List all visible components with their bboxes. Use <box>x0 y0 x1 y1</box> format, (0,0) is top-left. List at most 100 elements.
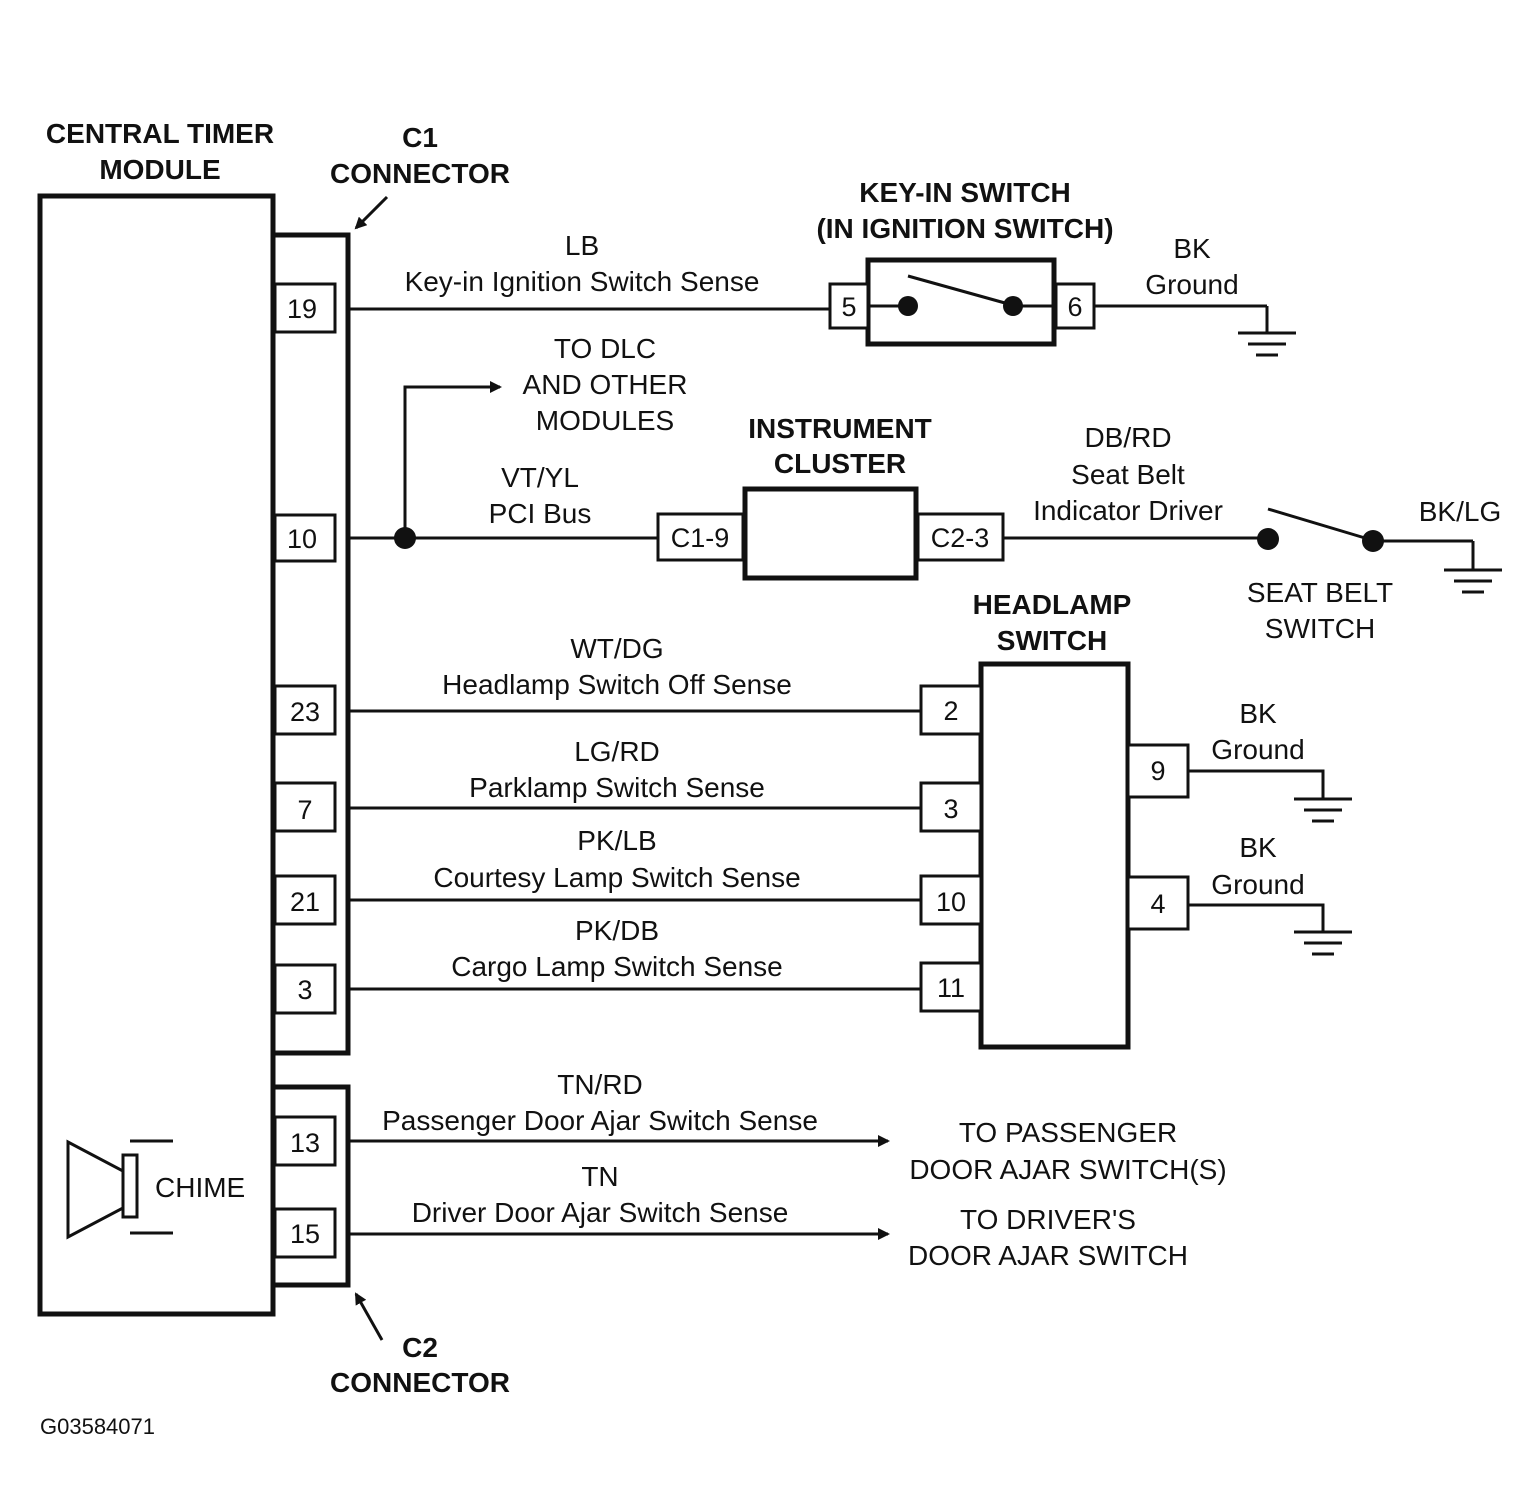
svg-text:4: 4 <box>1150 889 1165 919</box>
key-in-switch-pin-5: 5 <box>828 282 870 330</box>
headlamp-pin-2: 2 <box>919 684 983 736</box>
svg-text:9: 9 <box>1150 756 1165 786</box>
cluster-pin-c1-9: C1-9 <box>656 512 745 562</box>
svg-text:5: 5 <box>841 292 856 322</box>
c1-pin-19: 19 <box>273 282 337 334</box>
module-title-line2: MODULE <box>99 154 220 185</box>
headlamp-pin-10: 10 <box>919 874 983 926</box>
seat-belt-switch-label-line1: SEAT BELT <box>1247 577 1393 608</box>
headlamp-switch-title-line1: HEADLAMP <box>973 589 1132 620</box>
svg-text:C1-9: C1-9 <box>671 523 730 553</box>
c1-label-line2: CONNECTOR <box>330 158 510 189</box>
seat-belt-wire-color: DB/RD <box>1084 422 1171 453</box>
seat-belt-circuit-name-line1: Seat Belt <box>1071 459 1185 490</box>
key-in-switch-pin-6: 6 <box>1054 282 1096 330</box>
chime-icon <box>66 1139 173 1240</box>
headlamp-off-circuit-name: Headlamp Switch Off Sense <box>442 669 792 700</box>
instrument-cluster-box <box>742 486 919 581</box>
parklamp-circuit-name: Parklamp Switch Sense <box>469 772 765 803</box>
c1-connector <box>270 232 351 1056</box>
parklamp-wire-color: LG/RD <box>574 736 660 767</box>
c1-label-line1: C1 <box>402 122 438 153</box>
c2-pin-15: 15 <box>273 1207 337 1259</box>
c2-label-line2: CONNECTOR <box>330 1367 510 1398</box>
pci-wire-color: VT/YL <box>501 462 579 493</box>
passenger-destination-line1: TO PASSENGER <box>959 1117 1177 1148</box>
headlamp-switch-box <box>978 661 1131 1050</box>
key-in-circuit-name: Key-in Ignition Switch Sense <box>405 266 760 297</box>
key-in-ground-color: BK <box>1173 233 1211 264</box>
key-in-switch-box <box>865 257 1057 347</box>
driver-door-circuit-name: Driver Door Ajar Switch Sense <box>412 1197 789 1228</box>
cluster-pin-c2-3: C2-3 <box>916 512 1005 562</box>
c2-pin-13: 13 <box>273 1115 337 1167</box>
svg-text:C2-3: C2-3 <box>931 523 990 553</box>
svg-text:15: 15 <box>290 1219 320 1249</box>
svg-text:11: 11 <box>937 973 965 1003</box>
svg-text:10: 10 <box>936 887 966 917</box>
headlamp-pin-4: 4 <box>1126 875 1190 931</box>
headlamp-pin-11: 11 <box>919 961 983 1013</box>
c1-pin-21: 21 <box>273 874 337 926</box>
seat-belt-switch-label-line2: SWITCH <box>1265 613 1375 644</box>
c1-pin-10: 10 <box>273 513 337 563</box>
headlamp-switch-title-line2: SWITCH <box>997 625 1107 656</box>
driver-destination-line2: DOOR AJAR SWITCH <box>908 1240 1188 1271</box>
svg-text:19: 19 <box>287 294 317 324</box>
cargo-wire-color: PK/DB <box>575 915 659 946</box>
courtesy-circuit-name: Courtesy Lamp Switch Sense <box>433 862 800 893</box>
key-in-wire-color: LB <box>565 230 599 261</box>
cargo-circuit-name: Cargo Lamp Switch Sense <box>451 951 783 982</box>
instrument-cluster-title-line2: CLUSTER <box>774 448 906 479</box>
key-in-switch-title-line1: KEY-IN SWITCH <box>859 177 1071 208</box>
headlamp-gnd1-wire <box>1188 769 1325 799</box>
dlc-label-line2: AND OTHER <box>523 369 688 400</box>
svg-text:23: 23 <box>290 697 320 727</box>
seat-belt-switch-icon <box>1257 507 1473 552</box>
ground-icon <box>1444 541 1502 594</box>
key-in-ground-label: Ground <box>1145 269 1238 300</box>
headlamp-gnd1-color: BK <box>1239 698 1277 729</box>
headlamp-gnd2-color: BK <box>1239 832 1277 863</box>
headlamp-pin-9: 9 <box>1126 743 1190 799</box>
headlamp-pin-3: 3 <box>919 781 983 833</box>
seat-belt-circuit-name-line2: Indicator Driver <box>1033 495 1223 526</box>
courtesy-wire-color: PK/LB <box>577 825 656 856</box>
svg-text:3: 3 <box>297 975 312 1005</box>
splice-dot <box>394 527 416 549</box>
passenger-door-wire-color: TN/RD <box>557 1069 643 1100</box>
svg-text:2: 2 <box>943 696 958 726</box>
headlamp-gnd2-wire <box>1188 903 1325 932</box>
svg-text:6: 6 <box>1067 292 1082 322</box>
c1-pin-7: 7 <box>273 781 337 833</box>
svg-text:21: 21 <box>290 887 320 917</box>
chime-label: CHIME <box>155 1172 245 1203</box>
key-in-switch-contact-icon <box>868 274 1054 316</box>
ground-icon <box>1238 306 1296 357</box>
central-timer-module <box>37 193 276 1317</box>
figure-id: G03584071 <box>40 1414 155 1439</box>
svg-text:7: 7 <box>297 795 312 825</box>
passenger-destination-line2: DOOR AJAR SWITCH(S) <box>909 1154 1226 1185</box>
driver-destination-line1: TO DRIVER'S <box>960 1204 1136 1235</box>
passenger-door-circuit-name: Passenger Door Ajar Switch Sense <box>382 1105 818 1136</box>
headlamp-gnd1-label: Ground <box>1211 734 1304 765</box>
pci-circuit-name: PCI Bus <box>489 498 592 529</box>
key-in-switch-title-line2: (IN IGNITION SWITCH) <box>816 213 1113 244</box>
c1-pointer-arrow <box>354 195 389 230</box>
headlamp-gnd2-label: Ground <box>1211 869 1304 900</box>
c1-pin-23: 23 <box>273 684 337 736</box>
svg-text:13: 13 <box>290 1128 320 1158</box>
svg-text:3: 3 <box>943 794 958 824</box>
c1-pin-3: 3 <box>273 963 337 1015</box>
ground-icon <box>1294 797 1352 823</box>
c2-pointer-arrow <box>354 1292 384 1341</box>
svg-text:10: 10 <box>287 524 317 554</box>
instrument-cluster-title-line1: INSTRUMENT <box>748 413 932 444</box>
module-title-line1: CENTRAL TIMER <box>46 118 274 149</box>
c2-label-line1: C2 <box>402 1332 438 1363</box>
headlamp-off-wire-color: WT/DG <box>570 633 663 664</box>
dlc-branch-arrow <box>403 381 502 538</box>
driver-door-wire-color: TN <box>581 1161 618 1192</box>
